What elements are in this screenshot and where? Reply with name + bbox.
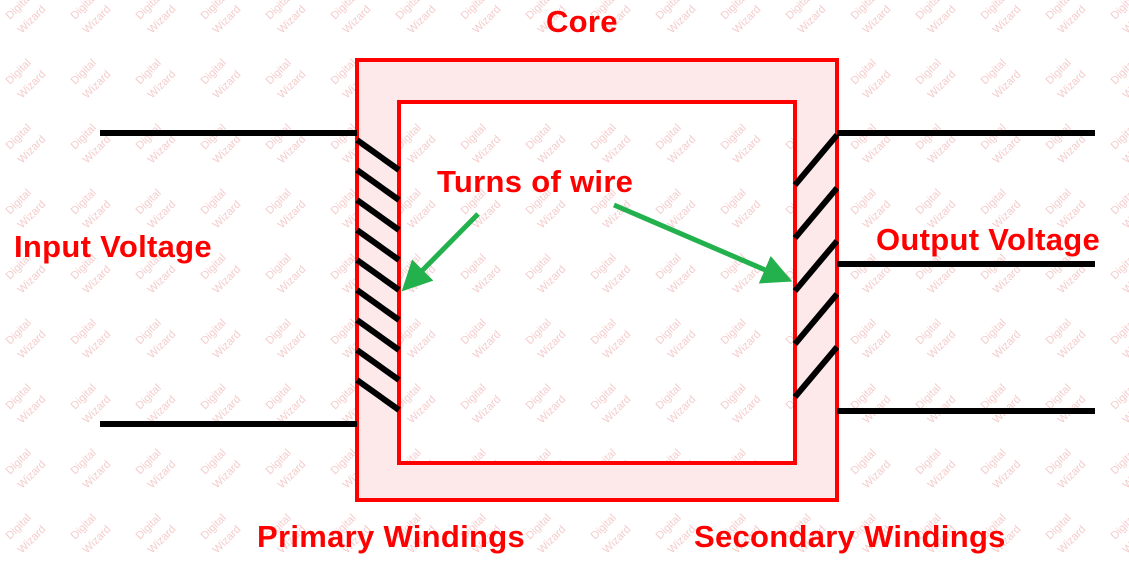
primary-turn — [355, 137, 401, 173]
arrow-to-primary — [401, 212, 480, 292]
primary-winding — [355, 137, 401, 413]
core-label: Core — [546, 4, 618, 39]
primary-turn — [355, 167, 401, 203]
secondary-turn — [792, 186, 840, 240]
watermark-text: Digital — [1109, 122, 1129, 152]
primary-turn — [355, 317, 401, 353]
primary-turn — [355, 347, 401, 383]
primary-turn — [355, 257, 401, 293]
output-voltage-label: Output Voltage — [876, 222, 1101, 257]
primary-turn — [355, 227, 401, 263]
watermark-text: Digital — [1109, 317, 1129, 347]
input-voltage-label: Input Voltage — [14, 229, 212, 264]
watermark-text: Digital — [1109, 187, 1129, 217]
turns-of-wire-label: Turns of wire — [437, 164, 634, 199]
secondary-windings-label: Secondary Windings — [694, 519, 1006, 554]
secondary-turn — [792, 239, 840, 293]
watermark-text: Digital — [1109, 447, 1129, 477]
secondary-winding — [792, 133, 840, 399]
watermark-text: Digital — [1109, 57, 1129, 87]
secondary-turn — [792, 292, 840, 346]
watermark-text: Digital — [1109, 0, 1129, 22]
primary-turn — [355, 197, 401, 233]
watermark-text: Digital — [1109, 512, 1129, 542]
secondary-turn — [792, 133, 840, 187]
primary-windings-label: Primary Windings — [257, 519, 526, 554]
watermark-text: Digital — [1109, 382, 1129, 412]
watermark-text: Digital — [1109, 252, 1129, 282]
secondary-turn — [792, 345, 840, 399]
arrow-to-secondary — [613, 202, 793, 284]
primary-turn — [355, 377, 401, 413]
primary-turn — [355, 287, 401, 323]
